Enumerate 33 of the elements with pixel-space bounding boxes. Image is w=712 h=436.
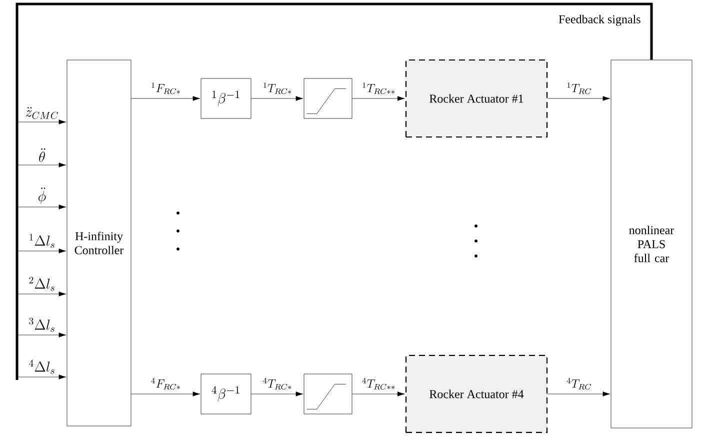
gain-block: $^{4}\beta^{-1}$ [200, 374, 252, 414]
signal-label: Feedback signals [558, 14, 640, 26]
arrow [251, 392, 304, 396]
signal-label: ${}^{1}\Delta l_{s}$ [30, 234, 54, 248]
signal-label: ${}^{2}\Delta l_{s}$ [29, 276, 54, 291]
signal-label: $\ddot{\phi}$ [38, 188, 46, 204]
saturation-block [304, 78, 352, 119]
arrow [352, 392, 405, 396]
arrow [251, 96, 304, 101]
edge-label: ${}^{4}T_{RC*}$ [263, 378, 292, 390]
actuator-box: Rocker Actuator #1 [405, 59, 548, 138]
edge-label: ${}^{1}T_{RC**}$ [362, 82, 395, 94]
edge-label: ${}^{1}T_{RC}$ [567, 82, 592, 94]
signal-label: ${}^{4}\Delta l_{s}$ [28, 360, 54, 374]
arrow [547, 392, 610, 396]
edge-label: ${}^{4}T_{RC}$ [566, 378, 592, 390]
arrow [131, 392, 200, 396]
feedback-arrow [16, 2, 653, 380]
signal-label: $\ddot{\theta}$ [39, 148, 46, 162]
system-box: nonlinear PALS full car [610, 60, 692, 428]
edge-label: ${}^{4}F_{RC*}$ [151, 378, 180, 390]
system-box: H-infinity Controller [66, 60, 132, 426]
arrow [547, 96, 610, 101]
edge-label: ${}^{4}T_{RC**}$ [362, 378, 395, 390]
arrow [131, 96, 200, 101]
saturation-block [304, 374, 352, 414]
edge-label: ${}^{1}T_{RC*}$ [264, 82, 292, 94]
signal-label: $\ddot{z}_{CMC}$ [26, 107, 58, 119]
arrow [352, 96, 405, 101]
edge-label: ${}^{1}F_{RC*}$ [152, 82, 180, 94]
signal-label: ${}^{3}\Delta l_{s}$ [29, 318, 54, 332]
actuator-box: Rocker Actuator #4 [405, 354, 548, 434]
gain-block: $^{1}\beta^{-1}$ [200, 78, 252, 119]
